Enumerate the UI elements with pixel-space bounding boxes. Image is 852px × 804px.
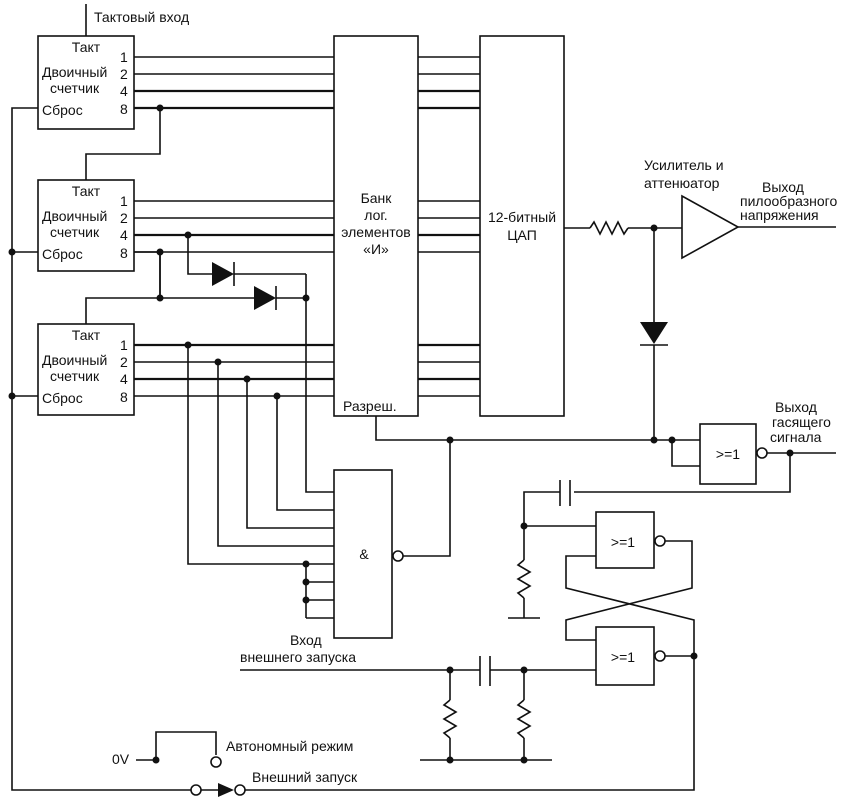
counter1-q8: 8 [120,101,128,117]
counter2-q4: 4 [120,227,128,243]
counter1-q1: 1 [120,49,128,65]
input-resistor-1 [442,699,458,739]
ff-or1-label: >=1 [611,534,635,550]
counter3-q8: 8 [120,389,128,405]
blank-out-line2: гасящего [772,414,831,430]
ramp-out-line2: пилообразного [740,193,837,209]
counter2-reset-label: Сброс [42,246,83,262]
reset-line [8,107,196,791]
blanking-logic: >=1 Выход гасящего сигнала [375,399,836,485]
counter3-q4: 4 [120,371,128,387]
blank-out-line1: Выход [775,399,817,415]
ff-or2-label: >=1 [611,649,635,665]
auto-mode-label: Автономный режим [226,738,353,754]
diode-1 [212,262,234,286]
external-trigger-input: Вход внешнего запуска [240,632,596,764]
counter1-clock-label: Такт [72,39,101,55]
clock-input-label: Тактовый вход [94,9,189,25]
output-stage: Усилитель и аттенюатор Выход пилообразно… [564,157,837,440]
dac-12bit: 12-битный ЦАП [479,35,565,417]
counter3-reset-label: Сброс [42,390,83,406]
nand-gate-label: & [359,546,369,562]
counter1-name-line1: Двоичный [42,64,107,80]
amplifier-triangle [681,194,740,260]
blank-out-line3: сигнала [770,429,822,445]
binary-counter-1: Такт Двоичный счетчик Сброс 1 2 4 8 [37,35,135,130]
and-bank-line3: элементов [341,224,410,240]
counter3-name-line1: Двоичный [42,352,107,368]
amp-label-line1: Усилитель и [644,157,724,173]
and-gate-bank: Банк лог. элементов «И» Разреш. [333,35,419,417]
counter1-reset-label: Сброс [42,102,83,118]
binary-counter-2: Такт Двоичный счетчик Сброс 1 2 4 8 [37,179,135,272]
counter3-clock-label: Такт [72,327,101,343]
dac-line2: ЦАП [507,227,537,243]
counter1-q2: 2 [120,66,128,82]
counter3-q2: 2 [120,354,128,370]
ramp-out-line1: Выход [762,179,804,195]
counter1-q4: 4 [120,83,128,99]
counter2-q1: 1 [120,193,128,209]
counter1-name-line2: счетчик [50,80,100,96]
ff-pulldown-resistor [516,559,532,599]
counter3-q1: 1 [120,337,128,353]
nand-gate: & [184,341,451,639]
ext-trigger-label: Внешний запуск [252,769,358,785]
and-bank-enable-label: Разреш. [343,398,397,414]
trigger-flipflop: >=1 >=1 [240,453,791,791]
counter3-name-line2: счетчик [50,368,100,384]
counter2-name-line1: Двоичный [42,208,107,224]
and-bank-line1: Банк [361,190,393,206]
binary-counter-3: Такт Двоичный счетчик Сброс 1 2 4 8 [37,323,135,416]
mode-switch: 0V Автономный режим Внешний запуск [112,731,358,797]
output-resistor [589,220,629,236]
counter2-clock-label: Такт [72,183,101,199]
ext-in-line1: Вход [290,632,322,648]
counter2-q8: 8 [120,245,128,261]
input-resistor-2 [516,699,532,739]
clock-input: Тактовый вход [85,4,189,36]
and-bank-line4: «И» [363,241,389,257]
amp-label-line2: аттенюатор [644,175,720,191]
blanking-diode [640,322,668,344]
data-bus [134,56,480,397]
ext-in-line2: внешнего запуска [240,649,356,665]
zero-v-label: 0V [112,751,130,767]
ramp-out-line3: напряжения [740,207,819,223]
decode-diodes [156,104,334,493]
and-bank-line2: лог. [364,207,387,223]
counter2-name-line2: счетчик [50,224,100,240]
dac-line1: 12-битный [488,209,556,225]
or-gate-label: >=1 [716,446,740,462]
diode-2 [254,286,276,310]
counter2-q2: 2 [120,210,128,226]
